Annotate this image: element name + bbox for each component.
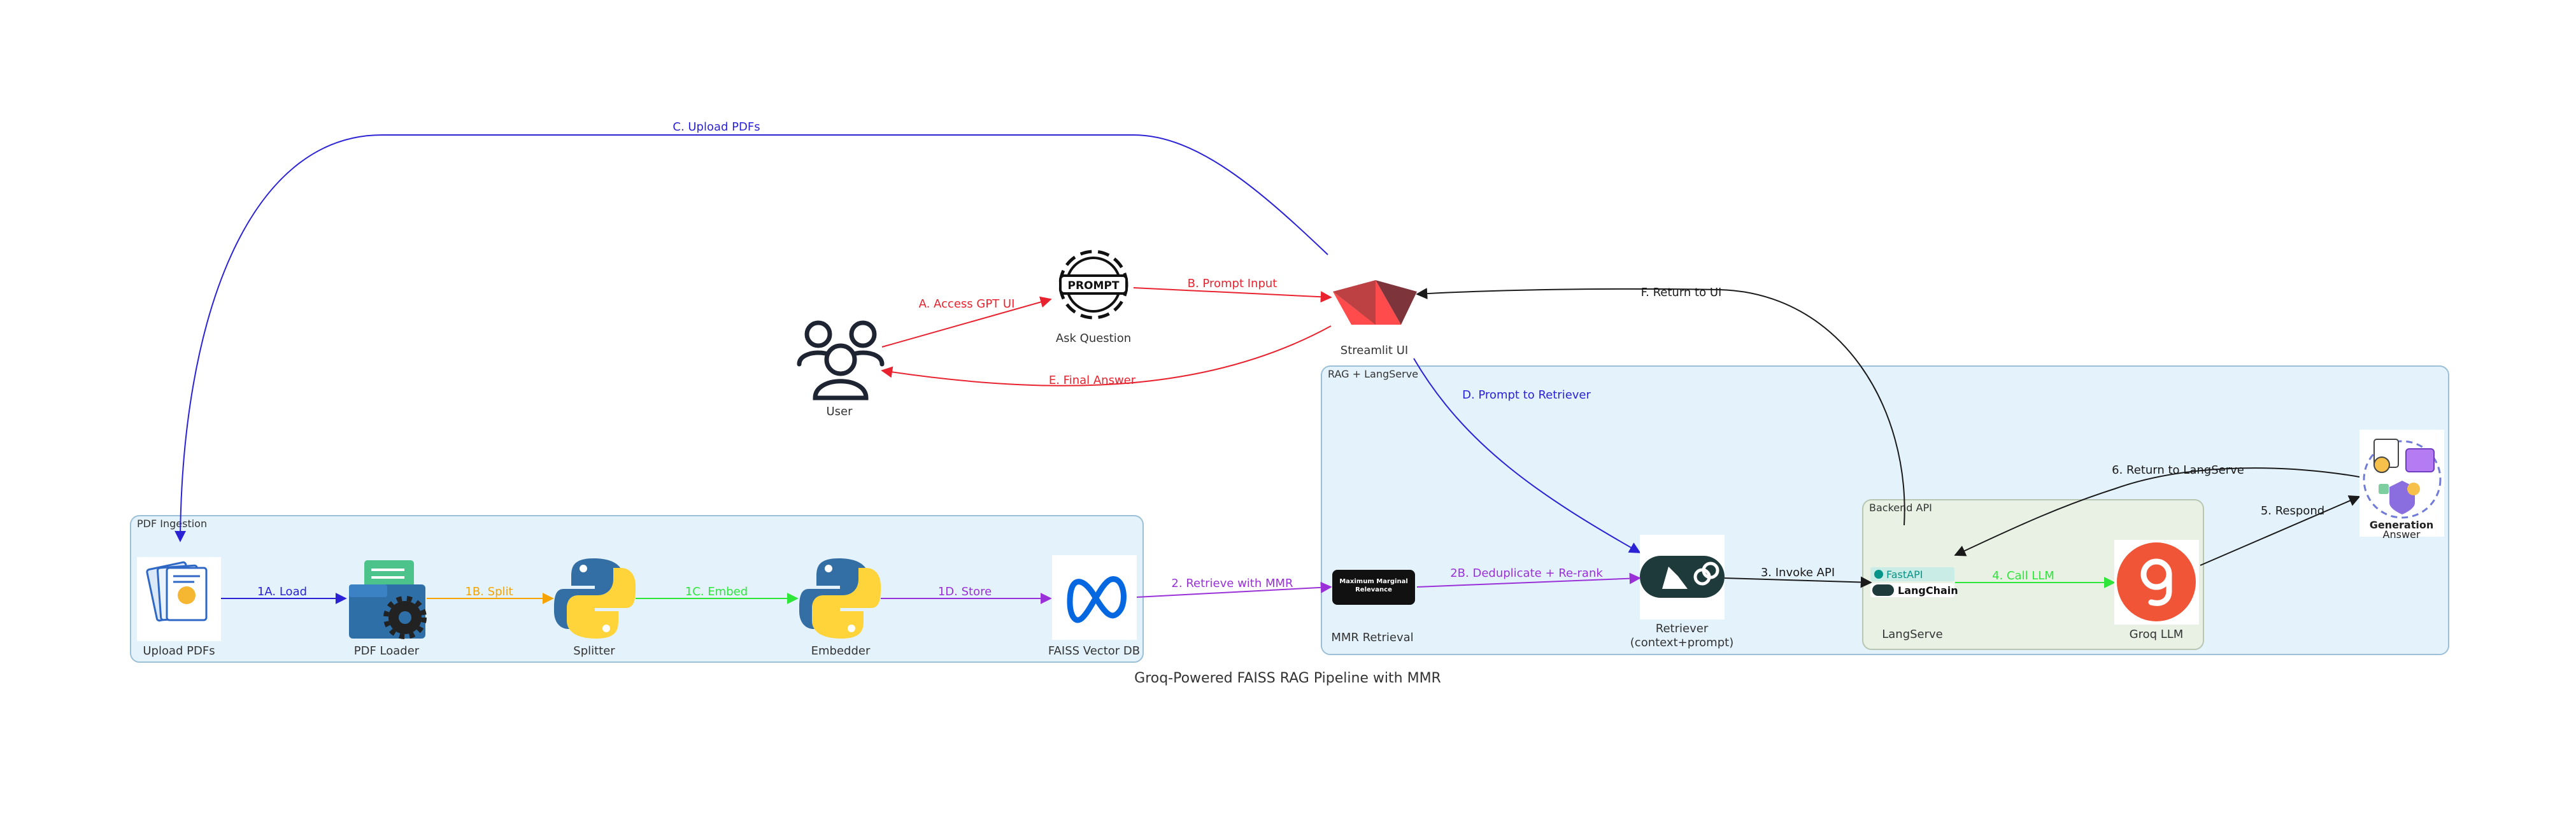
edge-label-a: A. Access GPT UI — [919, 297, 1015, 311]
node-ask-question: PROMPT Ask Question — [1056, 250, 1131, 345]
prompt-gear-icon: PROMPT — [1058, 250, 1128, 320]
streamlit-logo-icon — [1333, 280, 1417, 325]
edge-label-c: C. Upload PDFs — [672, 120, 760, 134]
edge-label-f: F. Return to UI — [1641, 286, 1722, 299]
node-groq-llm: Groq LLM — [2114, 540, 2199, 641]
edge-5-respond — [2200, 495, 2361, 566]
edge-label-1d: 1D. Store — [938, 585, 992, 598]
group-label-pdf-ingestion: PDF Ingestion — [137, 518, 207, 530]
group-label-rag-langserve: RAG + LangServe — [1328, 368, 1418, 380]
label-embedder: Embedder — [811, 644, 871, 658]
node-mmr-retrieval: Maximum Marginal Relevance MMR Retrieval — [1331, 570, 1415, 644]
edge-label-2b: 2B. Deduplicate + Re-rank — [1450, 567, 1603, 580]
edge-label-5: 5. Respond — [2261, 504, 2324, 518]
edge-label-1a: 1A. Load — [257, 585, 307, 598]
label-ask-question: Ask Question — [1056, 332, 1131, 345]
users-icon — [797, 320, 885, 400]
edge-label-6: 6. Return to LangServe — [2112, 463, 2244, 477]
label-mmr-retrieval: MMR Retrieval — [1331, 631, 1413, 644]
label-groq-llm: Groq LLM — [2130, 628, 2184, 641]
file-loader-icon — [349, 560, 427, 639]
langchain-chain-icon — [1640, 556, 1725, 598]
label-retriever-line1: Retriever — [1656, 622, 1709, 635]
label-user: User — [826, 405, 853, 418]
edge-label-d: D. Prompt to Retriever — [1462, 388, 1591, 402]
prompt-icon-text: PROMPT — [1068, 279, 1120, 292]
groq-logo-icon — [2117, 542, 2196, 621]
edge-label-2: 2. Retrieve with MMR — [1171, 577, 1293, 590]
edge-2b-deduplicate — [1416, 572, 1641, 588]
meta-logo-icon — [1067, 576, 1127, 623]
node-user: User — [797, 320, 885, 418]
fastapi-badge — [1870, 567, 1954, 581]
node-embedder: Embedder — [799, 558, 881, 658]
python-logo-icon — [799, 558, 881, 639]
node-faiss: FAISS Vector DB — [1048, 555, 1140, 658]
edges — [174, 134, 2363, 604]
edge-e-final-answer — [881, 325, 1332, 386]
label-streamlit: Streamlit UI — [1341, 344, 1408, 357]
edge-label-3: 3. Invoke API — [1761, 566, 1835, 579]
label-retriever-line2: (context+prompt) — [1630, 636, 1733, 649]
node-retriever: Retriever (context+prompt) — [1630, 535, 1733, 649]
label-generation-line1: Generation — [2370, 519, 2433, 531]
langchain-label: LangChain — [1898, 584, 1958, 597]
edge-d-prompt-to-retriever — [1413, 358, 1641, 553]
node-splitter: Splitter — [553, 558, 636, 658]
label-langserve: LangServe — [1882, 628, 1943, 641]
fastapi-icon — [1874, 570, 1883, 579]
python-logo-icon — [553, 558, 636, 639]
edge-c-upload-pdfs — [174, 134, 1328, 542]
node-upload-pdfs: Upload PDFs — [137, 557, 221, 658]
edge-label-e: E. Final Answer — [1049, 374, 1136, 387]
edge-6-return-to-langserve — [1954, 467, 2363, 556]
edge-label-1c: 1C. Embed — [685, 585, 748, 598]
node-pdf-loader: PDF Loader — [349, 560, 427, 658]
label-upload-pdfs: Upload PDFs — [143, 644, 215, 658]
edge-a-access-gpt-ui — [881, 296, 1052, 348]
label-generation-line2: Answer — [2383, 528, 2421, 541]
edge-label-b: B. Prompt Input — [1188, 277, 1277, 290]
edge-b-prompt-input — [1133, 287, 1332, 303]
mmr-badge-line1: Maximum Marginal — [1339, 578, 1408, 585]
edge-f-return-to-ui — [1416, 288, 1905, 526]
generation-illustration-icon — [2363, 439, 2442, 519]
edge-labels: C. Upload PDFs A. Access GPT UI B. Promp… — [257, 120, 2324, 598]
fastapi-label: FastAPI — [1886, 569, 1923, 581]
mmr-badge-icon — [1332, 570, 1415, 605]
node-langserve: FastAPI LangChain LangServe — [1870, 567, 1958, 641]
node-generation-answer: Generation Answer — [2359, 430, 2444, 541]
label-pdf-loader: PDF Loader — [354, 644, 420, 658]
langchain-icon — [1872, 584, 1894, 596]
edge-label-4: 4. Call LLM — [1992, 569, 2054, 583]
diagram-title: Groq-Powered FAISS RAG Pipeline with MMR — [1134, 670, 1441, 686]
label-faiss: FAISS Vector DB — [1048, 644, 1140, 658]
node-streamlit: Streamlit UI — [1333, 280, 1417, 357]
group-label-backend-api: Backend API — [1869, 502, 1932, 514]
pdf-documents-icon — [146, 561, 208, 622]
edge-3-invoke-api — [1724, 576, 1872, 588]
edge-2-retrieve-mmr — [1136, 581, 1332, 598]
mmr-badge-line2: Relevance — [1355, 586, 1392, 593]
label-splitter: Splitter — [573, 644, 615, 658]
edge-label-1b: 1B. Split — [465, 585, 513, 598]
